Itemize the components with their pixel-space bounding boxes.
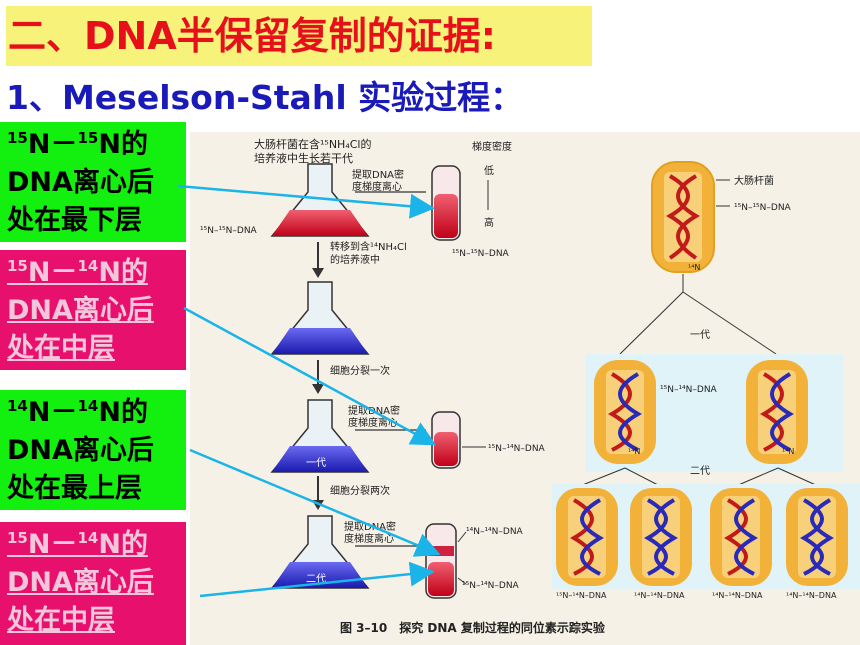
label-box-14n-14n: 14N－14N的 DNA离心后 处在最上层 — [0, 390, 186, 510]
slide-subtitle: 1、Meselson-Stahl 实验过程： — [6, 78, 524, 117]
tube-3-icon — [425, 523, 457, 599]
extract1-text-b: 度梯度离心 — [352, 180, 402, 193]
gen1-cell-right-icon — [746, 360, 808, 464]
extract2-text-b: 度梯度离心 — [348, 416, 398, 429]
gen2-cell-1-icon — [556, 488, 618, 586]
gradient-high: 高 — [484, 216, 494, 229]
divide-twice-text: 细胞分裂两次 — [330, 484, 390, 497]
experiment-figure: 大肠杆菌在含¹⁵NH₄Cl的 培养液中生长若干代 ¹⁵N–¹⁵N–DNA 提取D… — [190, 132, 860, 645]
n14-label-2: ¹⁴N — [628, 447, 640, 456]
extract1-text-a: 提取DNA密 — [352, 168, 404, 181]
label-box-15n-14n-link-2[interactable]: 15N－14N的 DNA离心后 处在中层 — [0, 522, 186, 645]
gen2-label-3: ¹⁴N–¹⁴N–DNA — [712, 591, 763, 600]
n14-label-3: ¹⁴N — [782, 447, 794, 456]
tube1-label: ¹⁵N–¹⁵N–DNA — [452, 249, 510, 259]
transfer-text-a: 转移到含¹⁴NH₄Cl — [330, 240, 407, 253]
flask-14n-icon — [270, 281, 370, 355]
flask1-label: ¹⁵N–¹⁵N–DNA — [200, 226, 258, 236]
figure-caption: 图 3–10 探究 DNA 复制过程的同位素示踪实验 — [340, 620, 606, 635]
tube-1-icon — [431, 165, 461, 241]
right-dna-label: ¹⁵N–¹⁵N–DNA — [734, 203, 792, 213]
tube2-label: ¹⁵N–¹⁴N–DNA — [488, 444, 546, 454]
gen2-label-1: ¹⁵N–¹⁴N–DNA — [556, 591, 607, 600]
step1-text-b: 培养液中生长若干代 — [254, 151, 353, 165]
gen2-label-4: ¹⁴N–¹⁴N–DNA — [786, 591, 837, 600]
tube3-top-label: ¹⁴N–¹⁴N–DNA — [466, 527, 524, 537]
gen2-label-2: ¹⁴N–¹⁴N–DNA — [634, 591, 685, 600]
gen2-cell-4-icon — [786, 488, 848, 586]
right-ecoli-label: 大肠杆菌 — [734, 174, 774, 187]
gen1-cell-left-icon — [594, 360, 656, 464]
gen2-label: 二代 — [690, 465, 710, 477]
extract2-text-a: 提取DNA密 — [348, 404, 400, 417]
gradient-low: 低 — [484, 164, 494, 177]
gen1-dna-label: ¹⁵N–¹⁴N–DNA — [660, 385, 718, 395]
gen2-cell-3-icon — [710, 488, 772, 586]
tube-2-icon — [431, 411, 461, 469]
divide-once-text: 细胞分裂一次 — [330, 364, 390, 377]
extract3-text-b: 度梯度离心 — [344, 532, 394, 545]
transfer-text-b: 的培养液中 — [330, 253, 380, 266]
extract3-text-a: 提取DNA密 — [344, 520, 396, 533]
label-box-15n-15n: 15N－15N的 DNA离心后 处在最下层 — [0, 122, 186, 242]
n14-label-1: ¹⁴N — [688, 263, 700, 272]
parent-cell-icon — [651, 161, 715, 273]
slide-title: 二、DNA半保留复制的证据: — [6, 6, 592, 66]
step1-text-a: 大肠杆菌在含¹⁵NH₄Cl的 — [254, 137, 371, 151]
flask3-tag: 一代 — [306, 457, 326, 469]
tube3-bottom-label: ¹⁵N–¹⁴N–DNA — [462, 581, 520, 591]
flask4-tag: 二代 — [306, 573, 326, 585]
gen1-label: 一代 — [690, 329, 710, 341]
gradient-title: 梯度密度 — [472, 140, 512, 153]
figure-drawing: 大肠杆菌在含¹⁵NH₄Cl的 培养液中生长若干代 ¹⁵N–¹⁵N–DNA 提取D… — [200, 137, 860, 635]
gen2-cell-2-icon — [630, 488, 692, 586]
label-box-15n-14n-link[interactable]: 15N－14N的 DNA离心后 处在中层 — [0, 250, 186, 370]
